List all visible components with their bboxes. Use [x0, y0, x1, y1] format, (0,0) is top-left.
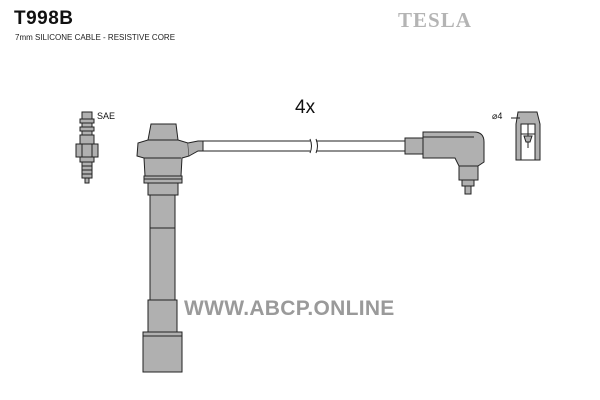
brand-logo: TESLA	[398, 8, 472, 32]
cable-spec-subtitle: 7mm SILICONE CABLE - RESISTIVE CORE	[15, 33, 176, 42]
spark-plug-icon	[75, 111, 99, 184]
coil-boot	[136, 123, 190, 373]
quantity-label: 4x	[295, 97, 316, 118]
cable	[187, 138, 405, 157]
spark-plug-label: SAE	[97, 111, 116, 121]
watermark: WWW.ABCP.ONLINE	[184, 297, 395, 320]
terminal-cross-section-icon	[511, 111, 541, 161]
part-number: T998B	[14, 8, 74, 29]
terminal-diameter-label: ⌀4	[492, 111, 503, 121]
angled-boot	[404, 131, 485, 195]
